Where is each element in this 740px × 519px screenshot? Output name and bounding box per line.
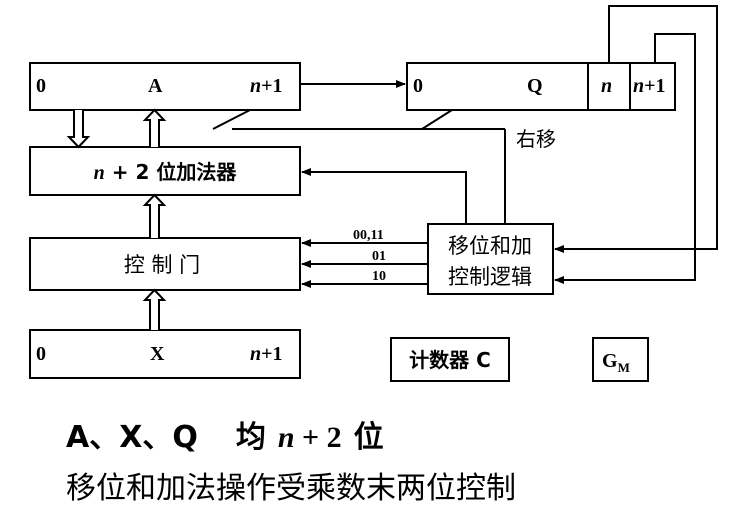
- register-q: 0 Q n n+1: [406, 62, 676, 111]
- signal-label-10: 10: [372, 269, 386, 284]
- adder-to-a-hollow-arrow: [142, 108, 167, 147]
- adder-label: n + 2 位加法器: [94, 160, 238, 184]
- register-x: 0 X n+1: [29, 329, 301, 379]
- control-logic-line2: 控制逻辑: [448, 265, 532, 289]
- gate-to-adder-hollow-arrow: [142, 193, 167, 238]
- control-gate-box: 控 制 门: [29, 237, 301, 291]
- q-bit-n-feedback-line: [554, 5, 718, 253]
- counter-label: 计数器 C: [409, 348, 491, 372]
- register-q-name: Q: [527, 75, 543, 97]
- register-a-right-bit: n+1: [250, 75, 283, 97]
- gm-box: GM: [592, 337, 649, 382]
- register-q-bit-n1: n+1: [633, 75, 666, 97]
- gm-label: GM: [602, 350, 630, 375]
- register-q-left-bit: 0: [413, 75, 423, 97]
- adder-box: n + 2 位加法器: [29, 146, 301, 196]
- register-x-right-bit: n+1: [250, 343, 283, 365]
- control-logic-line1: 移位和加: [448, 234, 532, 258]
- register-a-left-bit: 0: [36, 75, 46, 97]
- a-to-adder-hollow-arrow: [66, 110, 91, 149]
- note-line-2: 移位和加法操作受乘数末两位控制: [66, 471, 516, 506]
- register-x-left-bit: 0: [36, 343, 46, 365]
- register-q-bit-n: n: [601, 75, 612, 97]
- logic-to-adder-arrow: [301, 168, 467, 224]
- q-bit-n1-feedback-line: [554, 33, 696, 284]
- right-shift-label: 右移: [516, 127, 556, 151]
- control-logic-box: 移位和加 控制逻辑: [427, 223, 554, 295]
- signal-label-00-11: 00,11: [353, 228, 384, 243]
- x-to-gate-hollow-arrow: [142, 288, 167, 330]
- counter-box: 计数器 C: [390, 337, 510, 382]
- register-a: 0 A n+1: [29, 62, 301, 111]
- right-shift-lines: [212, 109, 506, 224]
- signal-label-01: 01: [372, 249, 386, 264]
- control-gate-label: 控 制 门: [124, 253, 200, 277]
- register-a-name: A: [148, 75, 163, 97]
- register-x-name: X: [150, 343, 165, 365]
